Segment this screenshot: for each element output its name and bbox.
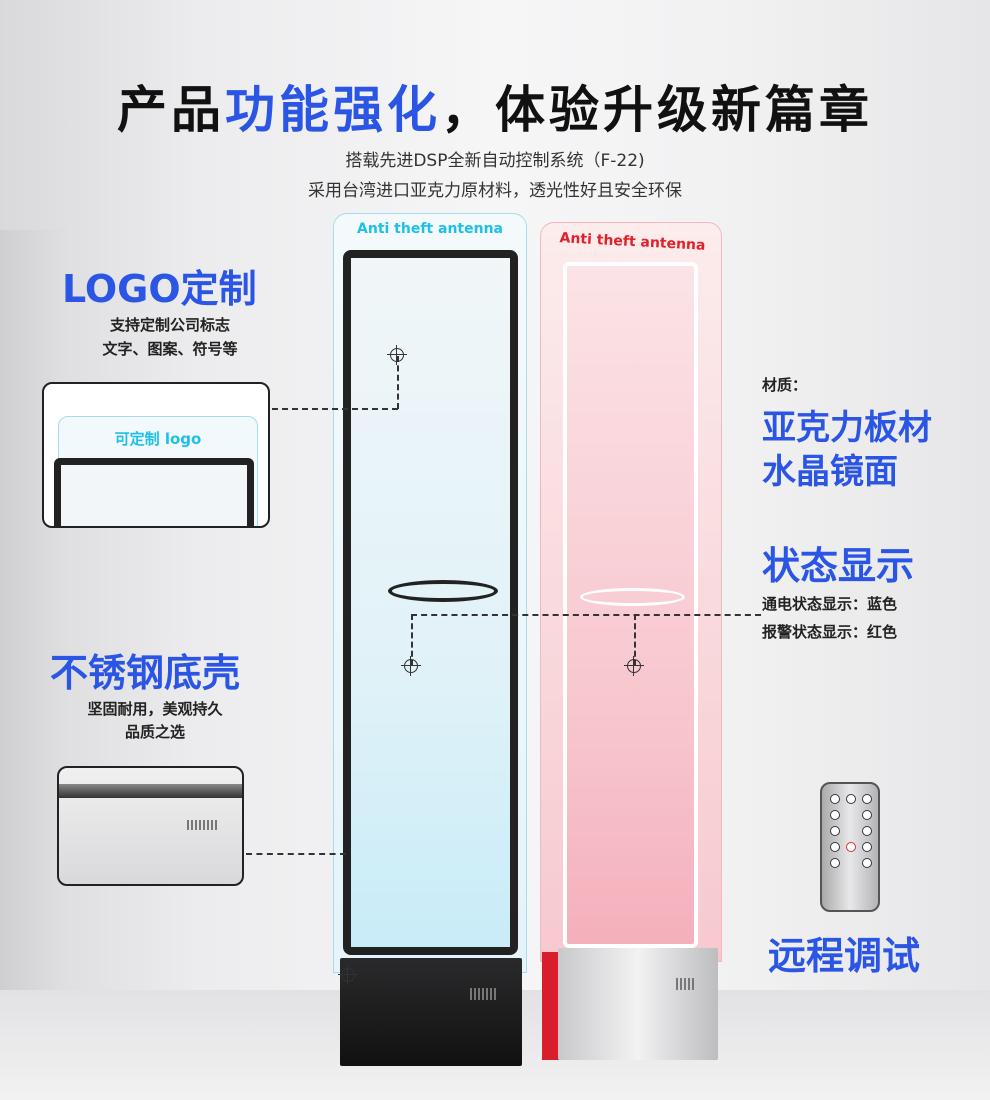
crosshair-icon bbox=[387, 345, 407, 365]
callout-line bbox=[246, 853, 346, 855]
logo-desc-line2: 文字、图案、符号等 bbox=[102, 340, 238, 358]
logo-heading: LOGO定制 bbox=[62, 267, 257, 311]
remote-control-image bbox=[820, 782, 880, 912]
material-label: 材质： bbox=[762, 376, 808, 394]
custom-logo-label: 可定制 logo bbox=[114, 430, 202, 448]
material-line2: 水晶镜面 bbox=[762, 452, 898, 492]
red-base-strip bbox=[542, 952, 560, 1060]
callout-line bbox=[272, 408, 398, 410]
callout-line bbox=[411, 614, 761, 616]
blue-antenna-indicator bbox=[388, 580, 498, 602]
logo-desc-line1: 支持定制公司标志 bbox=[109, 316, 230, 334]
callout-line bbox=[634, 614, 636, 666]
black-base bbox=[340, 958, 522, 1066]
speaker-grille-icon bbox=[187, 820, 217, 830]
crosshair-icon bbox=[624, 656, 644, 676]
material-line1: 亚克力板材 bbox=[762, 408, 932, 448]
status-heading: 状态显示 bbox=[762, 544, 915, 588]
crosshair-icon bbox=[401, 656, 421, 676]
callout-line bbox=[397, 356, 399, 409]
status-line1: 通电状态显示：蓝色 bbox=[762, 595, 898, 613]
page-title: 产品功能强化，体验升级新篇章 bbox=[117, 81, 873, 139]
blue-antenna-label: Anti theft antenna bbox=[357, 221, 503, 237]
subtitle-line2: 采用台湾进口亚克力原材料，透光性好且安全环保 bbox=[308, 181, 682, 201]
status-line2: 报警状态显示：红色 bbox=[762, 623, 898, 641]
silver-base bbox=[558, 948, 718, 1060]
base-detail-card bbox=[57, 766, 244, 886]
base-heading: 不锈钢底壳 bbox=[50, 651, 241, 695]
subtitle-line1: 搭载先进DSP全新自动控制系统（F-22) bbox=[345, 151, 645, 171]
base-desc-line1: 坚固耐用，美观持久 bbox=[87, 700, 223, 718]
red-antenna-indicator bbox=[580, 588, 685, 606]
base-desc-line2: 品质之选 bbox=[124, 723, 185, 741]
logo-detail-card: 可定制 logo bbox=[42, 382, 270, 528]
speaker-grille-icon bbox=[676, 978, 696, 990]
blue-antenna-frame bbox=[343, 250, 518, 955]
speaker-grille-icon bbox=[470, 988, 496, 1000]
callout-line bbox=[411, 614, 413, 666]
remote-heading: 远程调试 bbox=[768, 934, 921, 978]
crosshair-icon bbox=[338, 965, 358, 985]
